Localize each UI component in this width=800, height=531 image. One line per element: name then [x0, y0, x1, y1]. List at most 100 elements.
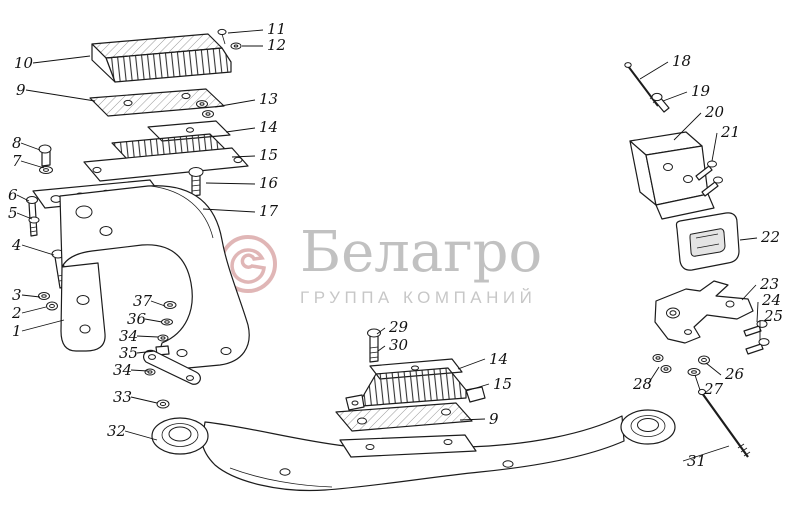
- leader-line-22: [739, 237, 758, 241]
- callout-6: 6: [8, 186, 18, 204]
- part-22-rubber-cushion: [675, 212, 740, 271]
- part-10-ribbed-cushion: [91, 33, 232, 83]
- callout-26: 26: [724, 365, 745, 383]
- center-support-14-15: [345, 358, 486, 411]
- callout-16: 16: [259, 174, 279, 192]
- leader-line-28: [647, 366, 660, 385]
- leader-line-21: [711, 132, 718, 162]
- callout-17: 17: [259, 202, 279, 220]
- leader-line-31: [682, 445, 730, 462]
- leader-line-18: [639, 61, 669, 80]
- leader-line-15: [231, 155, 256, 158]
- part-15-ribbed-support: [83, 133, 249, 182]
- bolt-8-washer-7: [38, 144, 53, 174]
- leader-line-9: [25, 89, 96, 102]
- callout-29: 29: [388, 318, 409, 336]
- bolt-29-30: [367, 328, 381, 363]
- callout-4: 4: [11, 236, 22, 254]
- leader-line-35: [136, 350, 156, 354]
- part-32-front-axle-beam: [151, 409, 676, 492]
- leader-line-34: [130, 369, 149, 372]
- callout-2: 2: [11, 304, 22, 322]
- callout-1: 1: [12, 322, 22, 340]
- part-20-mount-bracket: [629, 131, 715, 220]
- leader-line-9: [459, 418, 486, 421]
- leader-line-29: [376, 327, 386, 335]
- leader-line-5: [16, 212, 33, 220]
- leader-line-30: [377, 345, 386, 352]
- callout-14: 14: [489, 350, 508, 368]
- callout-15: 15: [493, 375, 512, 393]
- callout-28: 28: [632, 375, 652, 393]
- leader-line-20: [673, 112, 702, 141]
- leader-line-27: [694, 374, 701, 391]
- callout-32: 32: [107, 422, 126, 440]
- callout-9: 9: [16, 81, 26, 99]
- callout-34: 34: [113, 361, 132, 379]
- callout-7: 7: [12, 152, 22, 170]
- leader-line-33: [130, 396, 158, 404]
- washers-13: [196, 100, 214, 118]
- leader-line-4: [21, 244, 55, 256]
- leader-line-34: [136, 335, 159, 338]
- leader-line-14: [225, 127, 256, 133]
- callout-31: 31: [687, 452, 706, 470]
- part-23-lower-bracket: [654, 280, 754, 344]
- callout-3: 3: [12, 286, 22, 304]
- leader-line-14: [457, 358, 486, 370]
- callout-24: 24: [761, 291, 781, 309]
- leader-line-1: [21, 319, 65, 332]
- bolts-24-25: [743, 320, 770, 355]
- leader-line-26: [705, 362, 722, 376]
- leader-line-37: [150, 300, 166, 307]
- leader-line-13: [214, 99, 256, 108]
- bolt-31: [698, 388, 751, 458]
- callout-33: 33: [113, 388, 132, 406]
- callout-11: 11: [267, 20, 286, 38]
- leader-line-19: [662, 91, 688, 102]
- callout-18: 18: [672, 52, 691, 70]
- leader-line-8: [20, 142, 41, 151]
- leader-line-36: [144, 318, 163, 323]
- part-9-upper-plate: [89, 88, 225, 117]
- leader-line-10: [32, 55, 91, 64]
- leader-line-15: [465, 383, 490, 392]
- leader-line-23: [741, 284, 757, 301]
- callout-34: 34: [119, 327, 138, 345]
- callout-13: 13: [259, 90, 278, 108]
- callout-14: 14: [259, 118, 278, 136]
- callout-25: 25: [763, 307, 783, 325]
- callout-23: 23: [759, 275, 779, 293]
- link-and-washers-33-37: [142, 301, 201, 409]
- washer-3-nut-2: [38, 292, 58, 311]
- leader-line-7: [20, 160, 45, 169]
- callout-12: 12: [267, 36, 286, 54]
- leader-line-17: [202, 208, 256, 213]
- callout-35: 35: [119, 344, 138, 362]
- leader-line-2: [21, 306, 47, 314]
- fastener-11-12: [217, 28, 242, 50]
- callout-27: 27: [703, 380, 724, 398]
- bolt-6-5: [26, 196, 40, 237]
- part-1-front-support-bracket: [32, 179, 250, 369]
- leader-line-24: [756, 301, 759, 323]
- callout-20: 20: [704, 103, 725, 121]
- bolt-19: [651, 92, 670, 113]
- callout-5: 5: [8, 204, 18, 222]
- callout-37: 37: [133, 292, 153, 310]
- bolt-16: [188, 167, 204, 197]
- part-9-lower-plate: [335, 402, 473, 432]
- callout-22: 22: [760, 228, 780, 246]
- bolts-21: [695, 160, 723, 197]
- leader-line-32: [124, 430, 158, 441]
- callout-10: 10: [14, 54, 34, 72]
- callout-8: 8: [12, 134, 22, 152]
- callout-21: 21: [720, 123, 740, 141]
- callout-19: 19: [691, 82, 711, 100]
- callout-15: 15: [259, 146, 278, 164]
- callout-36: 36: [127, 310, 147, 328]
- callout-layer: 1234567891011121314151617181920212223242…: [8, 20, 783, 470]
- leader-line-3: [21, 294, 41, 298]
